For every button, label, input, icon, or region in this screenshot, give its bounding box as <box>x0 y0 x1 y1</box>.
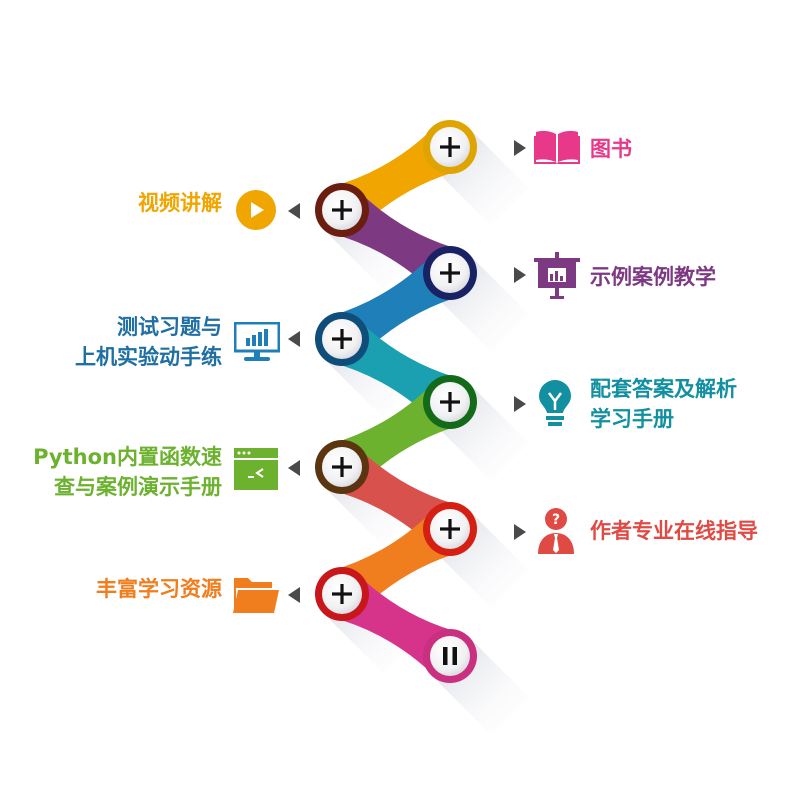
plus-icon <box>332 584 352 604</box>
chain-node-r2[interactable] <box>423 246 477 300</box>
chain-node-l1[interactable] <box>315 183 369 237</box>
lightbulb-icon <box>538 380 572 436</box>
chain-node-l3[interactable] <box>315 440 369 494</box>
plus-icon <box>332 457 352 477</box>
plus-icon <box>440 137 460 157</box>
chain-nodes <box>315 120 477 683</box>
chain-node-r3[interactable] <box>423 375 477 429</box>
label-exercises-line1: 测试习题与 <box>117 315 222 339</box>
pointer-arrow-exercises <box>288 331 300 347</box>
svg-text:?: ? <box>552 512 560 528</box>
chain-node-r1[interactable] <box>423 120 477 174</box>
label-python: Python内置函数速 查与案例演示手册 <box>33 442 222 502</box>
pointer-arrow-author <box>514 524 526 540</box>
chain-node-l2[interactable] <box>315 312 369 366</box>
plus-icon <box>440 519 460 539</box>
plus-icon <box>332 329 352 349</box>
label-video: 视频讲解 <box>138 191 222 215</box>
label-answers-line1: 配套答案及解析 <box>590 377 737 401</box>
pointer-arrow-answers <box>514 396 526 412</box>
chain-node-l4[interactable] <box>315 567 369 621</box>
label-resources: 丰富学习资源 <box>96 577 222 601</box>
plus-icon <box>332 200 352 220</box>
pointer-arrow-video <box>288 203 300 219</box>
play-icon <box>236 190 276 234</box>
terminal-window-icon <box>234 448 278 494</box>
chain-node-r4[interactable] <box>423 502 477 556</box>
label-exercises: 测试习题与 上机实验动手练 <box>75 312 222 372</box>
plus-icon <box>440 392 460 412</box>
user-question-icon: ? <box>534 508 578 558</box>
plus-icon <box>440 263 460 283</box>
label-books: 图书 <box>590 137 632 161</box>
presentation-chart-icon <box>534 252 580 306</box>
pointer-arrow-python <box>288 460 300 476</box>
pause-icon <box>443 647 457 665</box>
pointer-arrow-books <box>514 140 526 156</box>
label-answers: 配套答案及解析 学习手册 <box>590 374 737 434</box>
label-examples: 示例案例教学 <box>590 265 716 289</box>
label-python-line2: 查与案例演示手册 <box>54 475 222 499</box>
label-author: 作者专业在线指导 <box>590 519 758 543</box>
monitor-chart-icon <box>233 321 281 366</box>
pointer-arrow-examples <box>514 267 526 283</box>
chain-node-r5[interactable] <box>423 629 477 683</box>
label-python-line1: Python内置函数速 <box>33 445 222 469</box>
open-book-icon <box>534 128 580 170</box>
folder-icon <box>232 574 280 618</box>
label-answers-line2: 学习手册 <box>590 407 674 431</box>
label-exercises-line2: 上机实验动手练 <box>75 345 222 369</box>
pointer-arrow-resources <box>288 587 300 603</box>
